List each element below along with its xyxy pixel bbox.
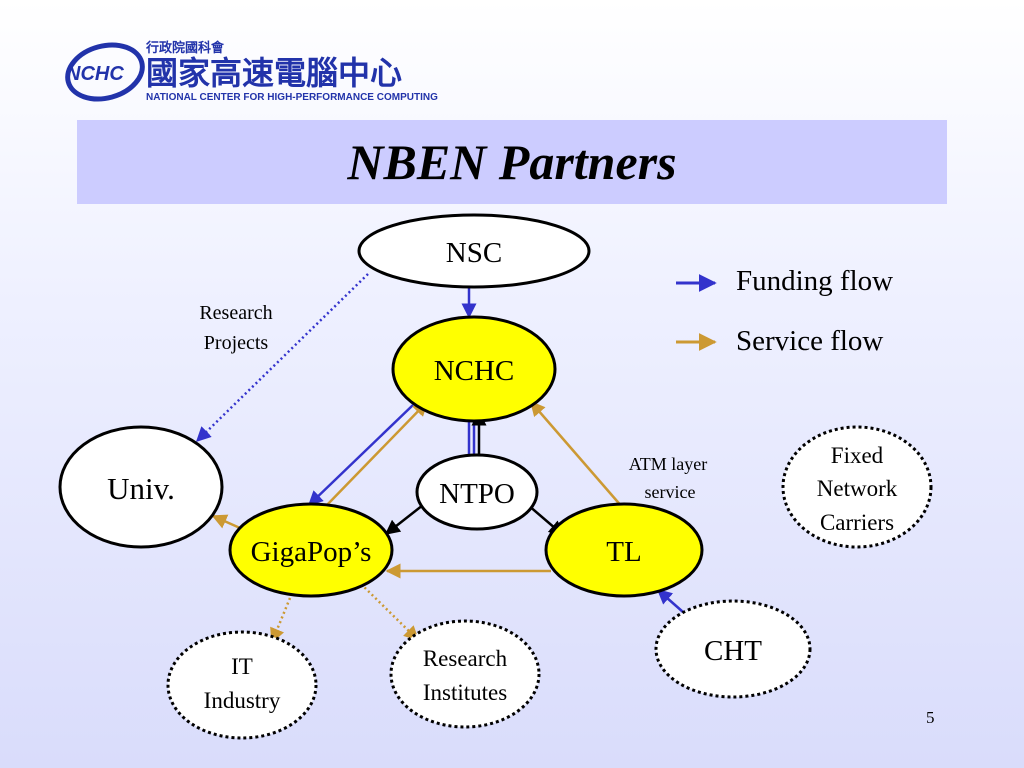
- node-univ: Univ.: [58, 425, 224, 549]
- node-cht-label: CHT: [704, 635, 762, 667]
- logo-org-small: 行政院國科會: [145, 40, 225, 56]
- node-ntpo: NTPO: [415, 453, 539, 531]
- edge-gigapop-univ: [211, 514, 241, 530]
- edge-gigapop-it: [270, 597, 292, 644]
- legend-funding-label: Funding flow: [736, 265, 894, 297]
- node-it-industry: IT Industry: [166, 630, 318, 740]
- node-univ-label: Univ.: [107, 471, 175, 506]
- edge-tl-nchc-service: [530, 400, 638, 524]
- node-research-institutes-line1: Research: [423, 646, 508, 671]
- label-research-projects-2: Projects: [204, 332, 269, 354]
- node-nchc-label: NCHC: [434, 355, 515, 387]
- node-nsc: NSC: [357, 213, 591, 289]
- nchc-logo: NCHC 行政院國科會 國家高速電腦中心 NATIONAL CENTER FOR…: [65, 40, 438, 103]
- node-cht: CHT: [654, 599, 812, 699]
- node-nsc-label: NSC: [446, 237, 502, 269]
- node-it-industry-line1: IT: [231, 654, 253, 679]
- logo-abbrev: NCHC: [66, 63, 124, 85]
- node-research-institutes: Research Institutes: [389, 619, 541, 729]
- legend-service-label: Service flow: [736, 325, 884, 357]
- edge-nchc-gigapop-funding: [307, 404, 414, 507]
- node-nchc: NCHC: [391, 315, 557, 423]
- node-gigapops: GigaPop’s: [228, 502, 394, 598]
- node-tl: TL: [544, 502, 704, 598]
- logo-org-cn: 國家高速電腦中心: [146, 54, 402, 92]
- node-tl-label: TL: [606, 536, 641, 568]
- edge-cht-tl: [656, 589, 684, 613]
- edge-nsc-univ: [195, 273, 369, 443]
- node-fixed-carriers-line1: Fixed: [831, 443, 884, 468]
- node-fixed-carriers-line2: Network: [817, 476, 898, 501]
- edge-gigapop-nchc-service: [325, 400, 429, 507]
- node-fixed-carriers: Fixed Network Carriers: [781, 425, 933, 549]
- node-ntpo-label: NTPO: [439, 478, 515, 510]
- label-atm-layer-1: ATM layer: [629, 454, 707, 474]
- page-number: 5: [926, 708, 935, 727]
- edge-gigapop-research: [360, 583, 420, 642]
- label-atm-layer-2: service: [645, 482, 696, 502]
- logo-org-en: NATIONAL CENTER FOR HIGH-PERFORMANCE COM…: [146, 92, 438, 103]
- node-gigapops-label: GigaPop’s: [251, 536, 372, 568]
- node-fixed-carriers-line3: Carriers: [820, 510, 894, 535]
- label-research-projects-1: Research: [199, 302, 272, 324]
- title-bar: NBEN Partners: [77, 120, 947, 204]
- page-title: NBEN Partners: [347, 134, 677, 190]
- edge-ntpo-gigapop: [384, 504, 424, 535]
- node-it-industry-line2: Industry: [204, 688, 281, 713]
- node-research-institutes-line2: Institutes: [423, 680, 507, 705]
